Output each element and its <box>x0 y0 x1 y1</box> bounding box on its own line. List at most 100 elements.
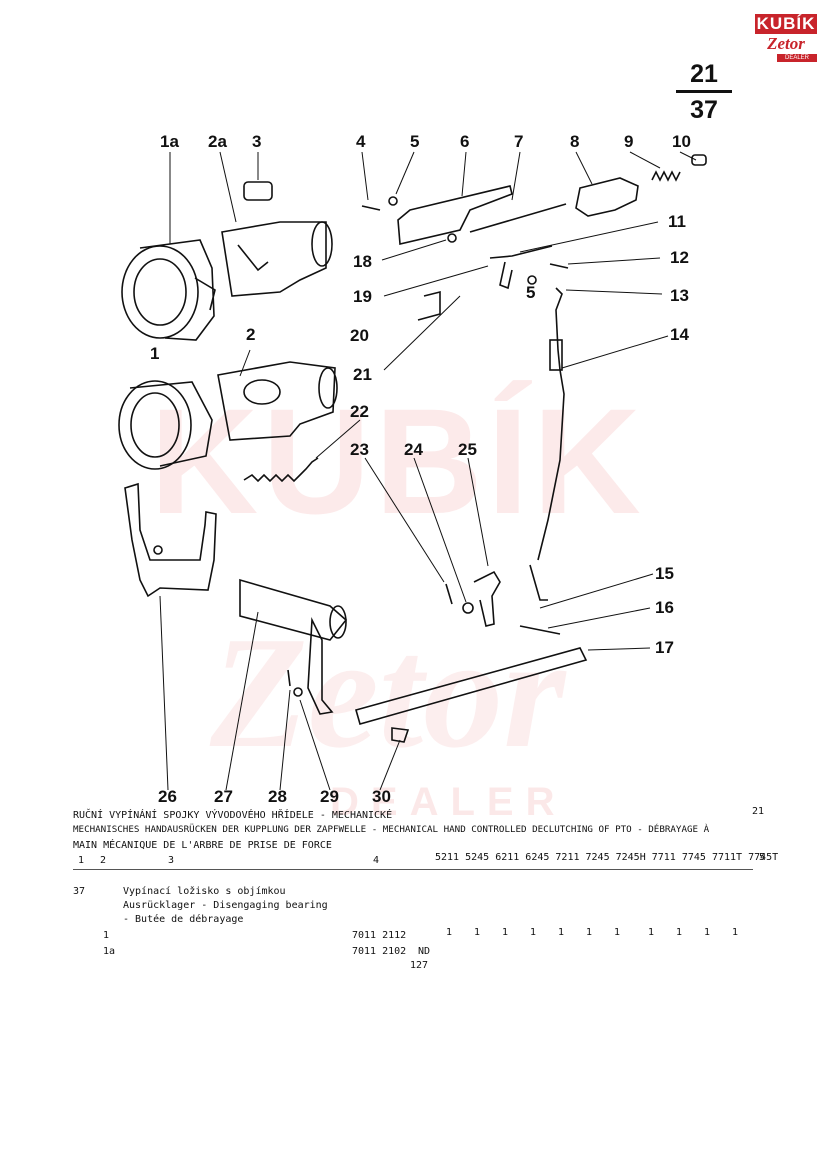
row-1-qty: 1 <box>530 927 537 938</box>
part-29-washer <box>293 687 303 697</box>
callout-2a: 2a <box>208 132 227 151</box>
callout-6: 6 <box>460 132 470 151</box>
callout-17: 17 <box>655 638 674 657</box>
row-1-qty: 1 <box>502 927 509 938</box>
callout-28: 28 <box>268 787 287 806</box>
page-number-top: 21 <box>690 60 718 88</box>
row-1-qty: 1 <box>446 927 453 938</box>
row-1-qty: 1 <box>704 927 711 938</box>
callout-1: 1 <box>150 344 160 363</box>
part-9-spring <box>651 170 681 182</box>
watermark-zetor: Zetor <box>210 603 566 781</box>
entry-extra-number: 127 <box>410 960 429 971</box>
callout-30: 30 <box>372 787 391 806</box>
callout-3: 3 <box>252 132 262 151</box>
callout-7: 7 <box>514 132 524 151</box>
leader-lines <box>159 151 697 791</box>
page-number-divider <box>676 90 732 93</box>
row-1-qty: 1 <box>474 927 481 938</box>
callout-18: 18 <box>353 252 372 271</box>
callout-16: 16 <box>655 598 674 617</box>
row-1-qty: 1 <box>586 927 593 938</box>
part-14-cable <box>537 287 565 561</box>
part-22-spring <box>243 457 319 483</box>
part-14-sleeve <box>549 339 563 371</box>
part-23-cotter <box>445 583 453 605</box>
part-5-nut <box>527 275 537 285</box>
section-page-ref: 21 <box>752 806 765 817</box>
row-1a-part-number: 7011 2102 <box>352 946 407 957</box>
column-header-4: 4 <box>373 855 380 866</box>
page-number-bottom: 37 <box>690 96 718 124</box>
logo-dealer-text: DEALER <box>777 54 817 62</box>
part-18-nut <box>447 233 457 243</box>
callout-15: 15 <box>655 564 674 583</box>
column-header-1: 1 <box>78 855 85 866</box>
logo-zetor-text: Zetor <box>767 34 805 53</box>
callout-24: 24 <box>404 440 423 459</box>
part-1a-bearing-sleeve <box>121 239 216 341</box>
row-1-qty: 1 <box>732 927 739 938</box>
kubik-zetor-logo: KUBÍK Zetor DEALER <box>755 14 817 70</box>
row-1-qty: 1 <box>558 927 565 938</box>
row-1-qty: 1 <box>648 927 655 938</box>
part-20-bracket <box>417 290 441 321</box>
part-17-bar <box>355 647 588 725</box>
logo-kubik-text: KUBÍK <box>755 14 817 34</box>
part-19-lever <box>499 261 513 290</box>
callout-5-nut: 5 <box>526 283 536 302</box>
callout-10: 10 <box>672 132 691 151</box>
callout-11: 11 <box>668 212 686 231</box>
row-1-qty: 1 <box>676 927 683 938</box>
column-header-models: 5211 5245 6211 6245 7211 7245 7245H 7711… <box>435 852 779 863</box>
callout-19: 19 <box>353 287 372 306</box>
callout-13: 13 <box>670 286 689 305</box>
part-2-sleeve <box>217 361 338 441</box>
entry-name-fr: - Butée de débrayage <box>123 914 244 925</box>
column-header-3: 3 <box>168 855 175 866</box>
callout-26: 26 <box>158 787 177 806</box>
column-header-5: 5 <box>759 852 766 863</box>
callout-27: 27 <box>214 787 233 806</box>
part-3-pad <box>243 181 273 201</box>
callout-4: 4 <box>356 132 366 151</box>
row-1-part-number: 7011 2112 <box>352 930 407 941</box>
part-11-rod <box>489 245 553 259</box>
callout-25: 25 <box>458 440 477 459</box>
section-title-fr: MAIN MÉCANIQUE DE L'ARBRE DE PRISE DE FO… <box>73 840 332 851</box>
part-28-pin <box>287 669 291 687</box>
part-5-washer <box>388 196 398 206</box>
callout-23: 23 <box>350 440 369 459</box>
part-30-pin <box>391 727 410 743</box>
section-title-cs: RUČNÍ VYPÍNÁNÍ SPOJKY VÝVODOVÉHO HŘÍDELE… <box>73 810 393 821</box>
callout-20: 20 <box>350 326 369 345</box>
callout-21: 21 <box>353 365 372 384</box>
part-15-nut <box>529 564 548 601</box>
section-title-de-en: MECHANISCHES HANDAUSRÜCKEN DER KUPPLUNG … <box>73 824 710 835</box>
callout-9: 9 <box>624 132 634 151</box>
part-6-bracket <box>397 185 513 245</box>
entry-name-de: Ausrücklager - Disengaging bearing <box>123 900 328 911</box>
watermark-dealer: DEALER <box>330 780 567 824</box>
row-1a-item: 1a <box>103 946 116 957</box>
callout-8: 8 <box>570 132 580 151</box>
part-10-cap <box>691 154 707 166</box>
part-4-bolt <box>361 205 381 211</box>
row-1-qty: 1 <box>614 927 621 938</box>
callout-5: 5 <box>410 132 420 151</box>
part-24-washer <box>462 602 474 614</box>
part-8-handle <box>575 177 639 217</box>
part-16-pin <box>519 625 561 635</box>
callout-12: 12 <box>670 248 689 267</box>
callout-22: 22 <box>350 402 369 421</box>
part-27-shaft <box>239 578 348 715</box>
callout-14: 14 <box>670 325 689 344</box>
part-7-rod <box>469 203 567 233</box>
part-25-lever <box>473 570 501 627</box>
callout-1a: 1a <box>160 132 179 151</box>
entry-name-cs: Vypínací ložisko s objímkou <box>123 886 286 897</box>
part-26-fork <box>124 482 217 598</box>
row-1-item: 1 <box>103 930 110 941</box>
header-divider <box>73 869 753 870</box>
entry-position: 37 <box>73 886 86 897</box>
